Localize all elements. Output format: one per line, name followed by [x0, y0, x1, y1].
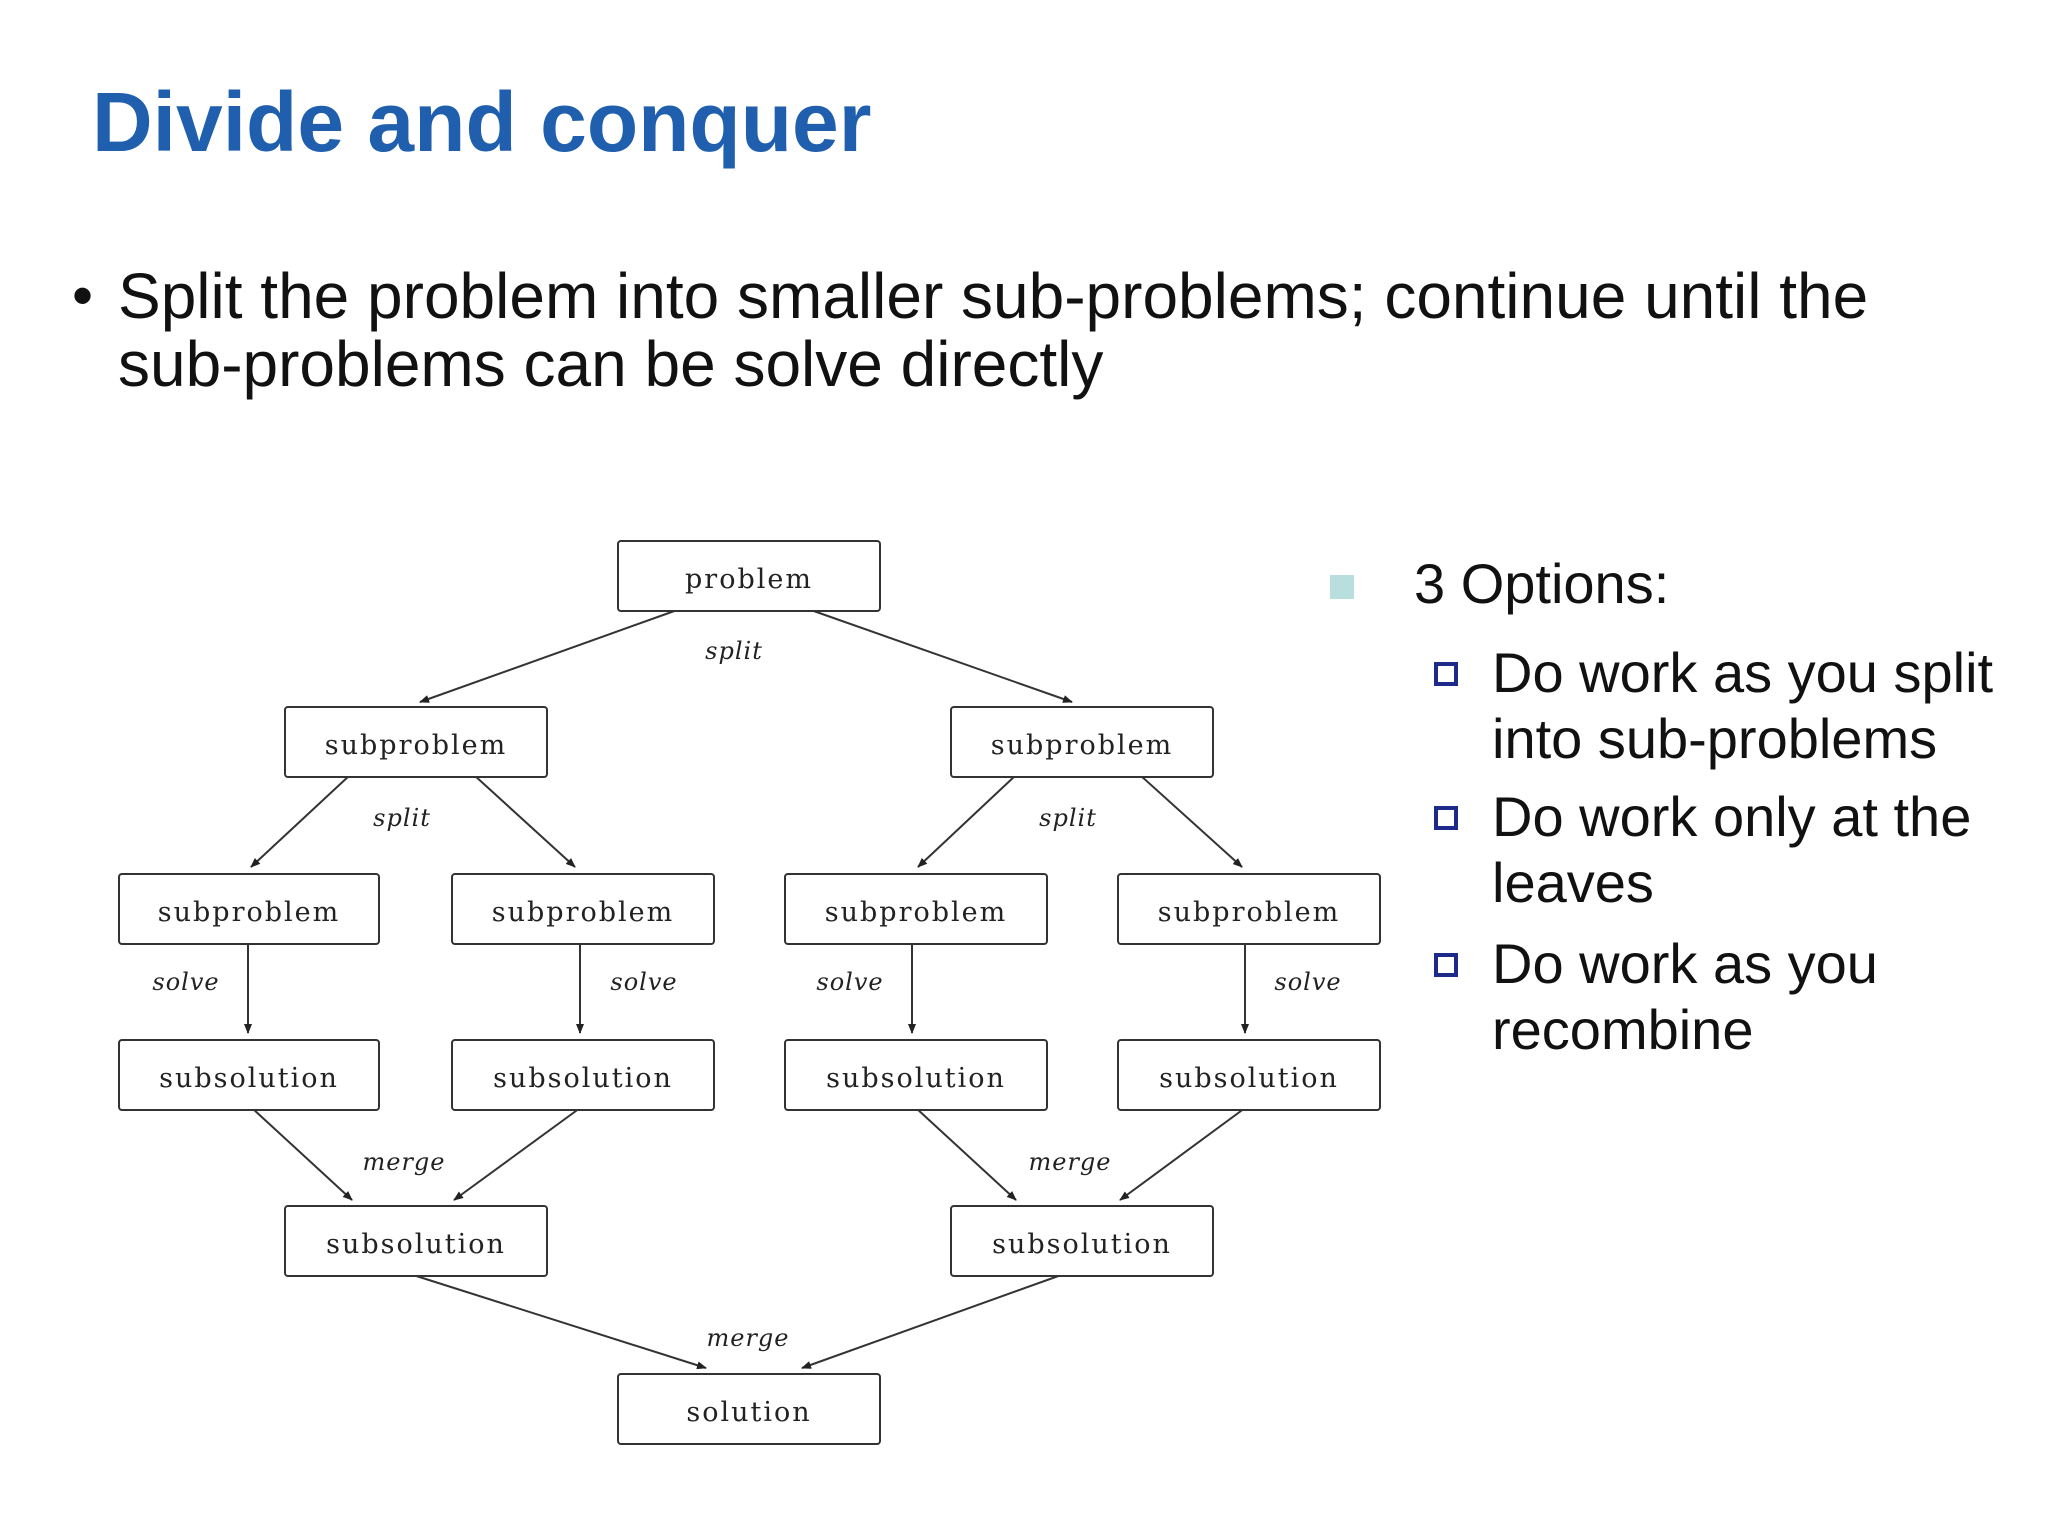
- option-item-2-label: Do work only at the leaves: [1492, 785, 1972, 914]
- edge-label-split-right: split: [1039, 804, 1097, 832]
- main-bullet-text: Split the problem into smaller sub-probl…: [118, 260, 1869, 400]
- node-leaf-subproblem-1: subproblem: [118, 873, 380, 945]
- node-leaf-subproblem-3: subproblem: [784, 873, 1048, 945]
- node-subproblem-right: subproblem: [950, 706, 1214, 778]
- node-leaf-subsolution-1-label: subsolution: [159, 1063, 339, 1094]
- diagram-edges: [244, 608, 1249, 1370]
- edge-label-split-left: split: [373, 804, 431, 832]
- edge-merge-right-2: [1119, 1107, 1246, 1201]
- node-leaf-subsolution-4-label: subsolution: [1159, 1063, 1339, 1094]
- edge-split-right-1: [917, 774, 1017, 868]
- node-leaf-subsolution-2: subsolution: [451, 1039, 715, 1111]
- node-leaf-subsolution-2-label: subsolution: [493, 1063, 673, 1094]
- edge-label-solve-2: solve: [610, 968, 677, 996]
- edge-label-split-top: split: [705, 637, 763, 665]
- slide-title: Divide and conquer: [92, 75, 872, 169]
- square-bullet-icon: [1330, 575, 1354, 599]
- diagram-nodes: problem subproblem subproblem subproblem…: [118, 540, 1381, 1445]
- diagram-edge-labels: split split split solve solve solve solv…: [152, 637, 1341, 1352]
- edge-label-solve-1: solve: [152, 968, 219, 996]
- option-item-1-label: Do work as you split into sub-problems: [1492, 641, 1994, 770]
- node-problem-label: problem: [685, 564, 813, 595]
- options-heading: 3 Options:: [1330, 552, 1670, 616]
- edge-merge-left-1: [251, 1107, 353, 1201]
- node-leaf-subsolution-1: subsolution: [118, 1039, 380, 1111]
- edge-label-merge-bottom: merge: [707, 1324, 790, 1352]
- node-leaf-subproblem-4-label: subproblem: [1158, 897, 1340, 928]
- node-subproblem-left: subproblem: [284, 706, 548, 778]
- main-bullet: • Split the problem into smaller sub-pro…: [72, 262, 1952, 398]
- edge-label-solve-3: solve: [816, 968, 883, 996]
- node-leaf-subproblem-3-label: subproblem: [825, 897, 1007, 928]
- edge-label-merge-left: merge: [363, 1148, 446, 1176]
- node-solution: solution: [617, 1373, 881, 1445]
- option-item-3: Do work as you recombine: [1434, 931, 2034, 1063]
- node-leaf-subproblem-4: subproblem: [1117, 873, 1381, 945]
- option-item-1: Do work as you split into sub-problems: [1434, 640, 2034, 772]
- edge-merge-left-2: [453, 1107, 581, 1201]
- node-subproblem-left-label: subproblem: [325, 730, 507, 761]
- bullet-dot-icon: •: [72, 262, 94, 329]
- node-merged-subsolution-left-label: subsolution: [326, 1229, 506, 1260]
- node-subproblem-right-label: subproblem: [991, 730, 1173, 761]
- node-leaf-subsolution-4: subsolution: [1117, 1039, 1381, 1111]
- options-heading-label: 3 Options:: [1414, 552, 1670, 615]
- node-leaf-subproblem-1-label: subproblem: [158, 897, 340, 928]
- edge-label-merge-right: merge: [1029, 1148, 1112, 1176]
- node-leaf-subproblem-2: subproblem: [451, 873, 715, 945]
- edge-merge-final-left: [409, 1273, 707, 1370]
- node-merged-subsolution-left: subsolution: [284, 1205, 548, 1277]
- edge-split-right-2: [1139, 774, 1243, 868]
- checkbox-icon: [1434, 662, 1458, 686]
- checkbox-icon: [1434, 806, 1458, 830]
- edge-merge-right-1: [915, 1107, 1017, 1201]
- node-leaf-subsolution-3-label: subsolution: [826, 1063, 1006, 1094]
- node-problem: problem: [617, 540, 881, 612]
- option-item-3-label: Do work as you recombine: [1492, 932, 1878, 1061]
- node-leaf-subsolution-3: subsolution: [784, 1039, 1048, 1111]
- option-item-2: Do work only at the leaves: [1434, 784, 2034, 916]
- edge-split-left-1: [250, 774, 351, 868]
- edge-merge-final-right: [801, 1273, 1065, 1369]
- edge-split-left-2: [473, 774, 576, 868]
- node-leaf-subproblem-2-label: subproblem: [492, 897, 674, 928]
- edge-split-root-left: [419, 608, 681, 703]
- edge-label-solve-4: solve: [1274, 968, 1341, 996]
- edge-split-root-right: [807, 608, 1073, 703]
- checkbox-icon: [1434, 953, 1458, 977]
- node-solution-label: solution: [686, 1397, 811, 1428]
- node-merged-subsolution-right: subsolution: [950, 1205, 1214, 1277]
- node-merged-subsolution-right-label: subsolution: [992, 1229, 1172, 1260]
